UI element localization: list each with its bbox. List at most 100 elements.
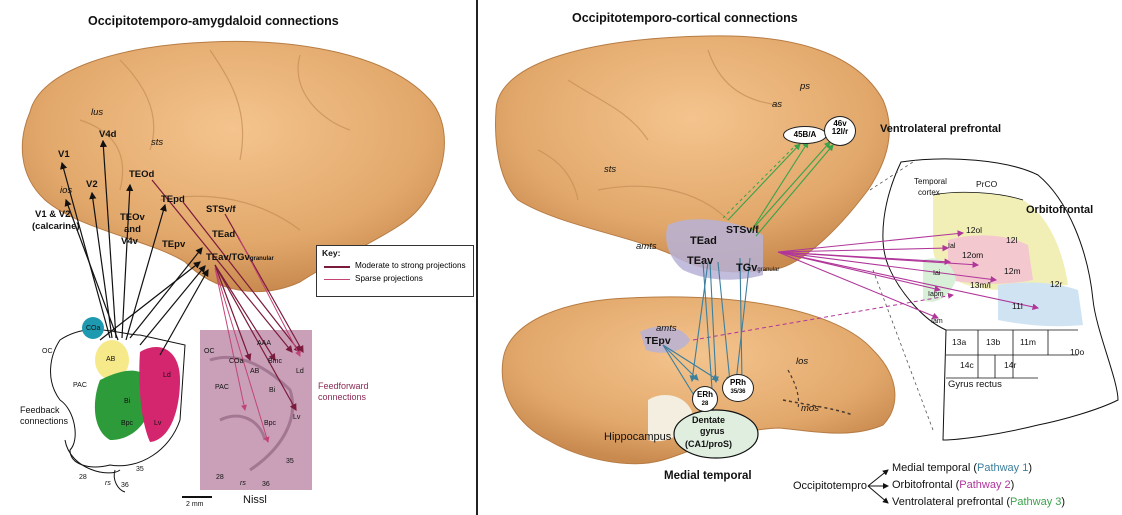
- pathway-1: Medial temporal (Pathway 1): [892, 463, 1032, 475]
- amyg-36: 36: [121, 482, 129, 489]
- amyg-Lv: Lv: [154, 420, 161, 427]
- sulcus-sts-left: sts: [151, 138, 163, 148]
- label-V4v: V4v: [121, 237, 138, 247]
- nissl-COa: COa: [229, 358, 243, 365]
- dentate-gyrus-2: gyrus: [700, 427, 725, 436]
- orb-Iai: Iai: [933, 270, 940, 277]
- pathway-root: Occipitotempro: [793, 481, 867, 493]
- nissl-PAC: PAC: [215, 384, 229, 391]
- sulcus-as: as: [772, 100, 782, 110]
- label-and: and: [124, 225, 141, 235]
- orb-temporal-1: Temporal: [914, 178, 947, 186]
- orb-10o: 10o: [1070, 348, 1084, 357]
- amyg-35: 35: [136, 466, 144, 473]
- orb-14c: 14c: [960, 361, 974, 370]
- label-STSvf-left: STSv/f: [206, 205, 236, 215]
- orb-Iam: Iam: [931, 318, 943, 325]
- nissl-OC: OC: [204, 348, 215, 355]
- orb-Ial: Ial: [948, 243, 955, 250]
- orb-13a: 13a: [952, 338, 966, 347]
- label-TEpv: TEpv: [162, 240, 185, 250]
- label-V1: V1: [58, 150, 70, 160]
- orb-12om: 12om: [962, 251, 983, 260]
- orb-14r: 14r: [1004, 361, 1016, 370]
- label-calcarine: (calcarine): [32, 222, 80, 232]
- amyg-COa: COa: [86, 325, 100, 332]
- label-TEOd: TEOd: [129, 170, 154, 180]
- label-V4d: V4d: [99, 130, 116, 140]
- vlpfc-title: Ventrolateral prefrontal: [880, 124, 1001, 136]
- nissl-Bi: Bi: [269, 387, 275, 394]
- orb-12ol: 12ol: [966, 226, 982, 235]
- nissl-label: Nissl: [243, 495, 267, 507]
- sulcus-mos: mos: [801, 404, 819, 414]
- label-TEpv-right: TEpv: [645, 336, 671, 347]
- right-panel: Occipitotemporo-cortical connections ps …: [478, 0, 1122, 515]
- key-sparse-swatch: [324, 279, 350, 280]
- feedback-label-1: Feedback: [20, 406, 60, 415]
- amyg-rs: rs: [105, 480, 111, 487]
- orb-12l: 12l: [1006, 236, 1017, 245]
- nissl-28: 28: [216, 474, 224, 481]
- pathway-2: Orbitofrontal (Pathway 2): [892, 480, 1014, 492]
- label-TGv: TGvgranular: [736, 263, 779, 275]
- orb-12r: 12r: [1050, 280, 1062, 289]
- feedforward-label-2: connections: [318, 393, 366, 402]
- nissl-Bpc: Bpc: [264, 420, 276, 427]
- dentate-gyrus-1: Dentate: [692, 416, 725, 425]
- hippocampus-label: Hippocampus: [604, 432, 671, 444]
- left-panel: Occipitotemporo-amygdaloid connections l…: [0, 0, 476, 515]
- sulcus-los: los: [796, 357, 808, 367]
- key-sparse-label: Sparse projections: [355, 274, 423, 283]
- label-TEpd: TEpd: [161, 195, 185, 205]
- amyg-OC: OC: [42, 348, 53, 355]
- amyg-Bi: Bi: [124, 398, 130, 405]
- sulcus-amts-lower: amts: [656, 324, 677, 334]
- label-TEad-left: TEad: [212, 230, 235, 240]
- dentate-gyrus-3: (CA1/proS): [685, 440, 732, 449]
- amyg-AB: AB: [106, 356, 115, 363]
- sulcus-lus: lus: [91, 108, 103, 118]
- label-V1-V2: V1 & V2: [35, 210, 70, 220]
- nissl-rs: rs: [240, 480, 246, 487]
- orbitofrontal-title: Orbitofrontal: [1026, 205, 1093, 217]
- scale-bar-label: 2 mm: [186, 501, 204, 508]
- legend-key: Key: Moderate to strong projections Spar…: [316, 245, 474, 297]
- nissl-AB: AB: [250, 368, 259, 375]
- right-panel-graphics: [478, 0, 1122, 515]
- orb-PrCO: PrCO: [976, 180, 997, 189]
- pathway-3: Ventrolateral prefrontal (Pathway 3): [892, 497, 1065, 509]
- orb-13ml: 13m/l: [970, 281, 991, 290]
- area-45BA: 45B/A: [783, 126, 827, 144]
- area-PRh: PRh35/36: [722, 374, 754, 402]
- orb-11l: 11l: [1012, 302, 1023, 311]
- orb-temporal-2: cortex: [918, 189, 940, 197]
- label-TEOv: TEOv: [120, 213, 145, 223]
- sulcus-amts-upper: amts: [636, 242, 657, 252]
- nissl-Ld: Ld: [296, 368, 304, 375]
- amyg-Bpc: Bpc: [121, 420, 133, 427]
- nissl-AAA: AAA: [257, 340, 271, 347]
- area-ERh: ERh28: [692, 386, 718, 412]
- feedback-label-2: connections: [20, 417, 68, 426]
- medial-temporal-title: Medial temporal: [664, 470, 752, 482]
- key-title: Key:: [322, 249, 340, 258]
- key-moderate-swatch: [324, 266, 350, 268]
- amyg-PAC: PAC: [73, 382, 87, 389]
- amyg-Ld: Ld: [163, 372, 171, 379]
- orb-12m: 12m: [1004, 267, 1021, 276]
- label-STSvf-right: STSv/f: [726, 225, 759, 236]
- label-TEav-TGv: TEav/TGvgranular: [206, 253, 274, 263]
- label-TEad-right: TEad: [690, 236, 717, 248]
- orb-13b: 13b: [986, 338, 1000, 347]
- right-panel-title: Occipitotemporo-cortical connections: [572, 11, 798, 25]
- nissl-36: 36: [262, 481, 270, 488]
- nissl-Lv: Lv: [293, 414, 300, 421]
- sulcus-sts-right: sts: [604, 165, 616, 175]
- nissl-35: 35: [286, 458, 294, 465]
- label-TEav: TEav: [687, 256, 713, 268]
- orb-gyrus-rectus: Gyrus rectus: [948, 380, 1002, 390]
- left-panel-title: Occipitotemporo-amygdaloid connections: [88, 14, 339, 28]
- sulcus-ps: ps: [800, 82, 810, 92]
